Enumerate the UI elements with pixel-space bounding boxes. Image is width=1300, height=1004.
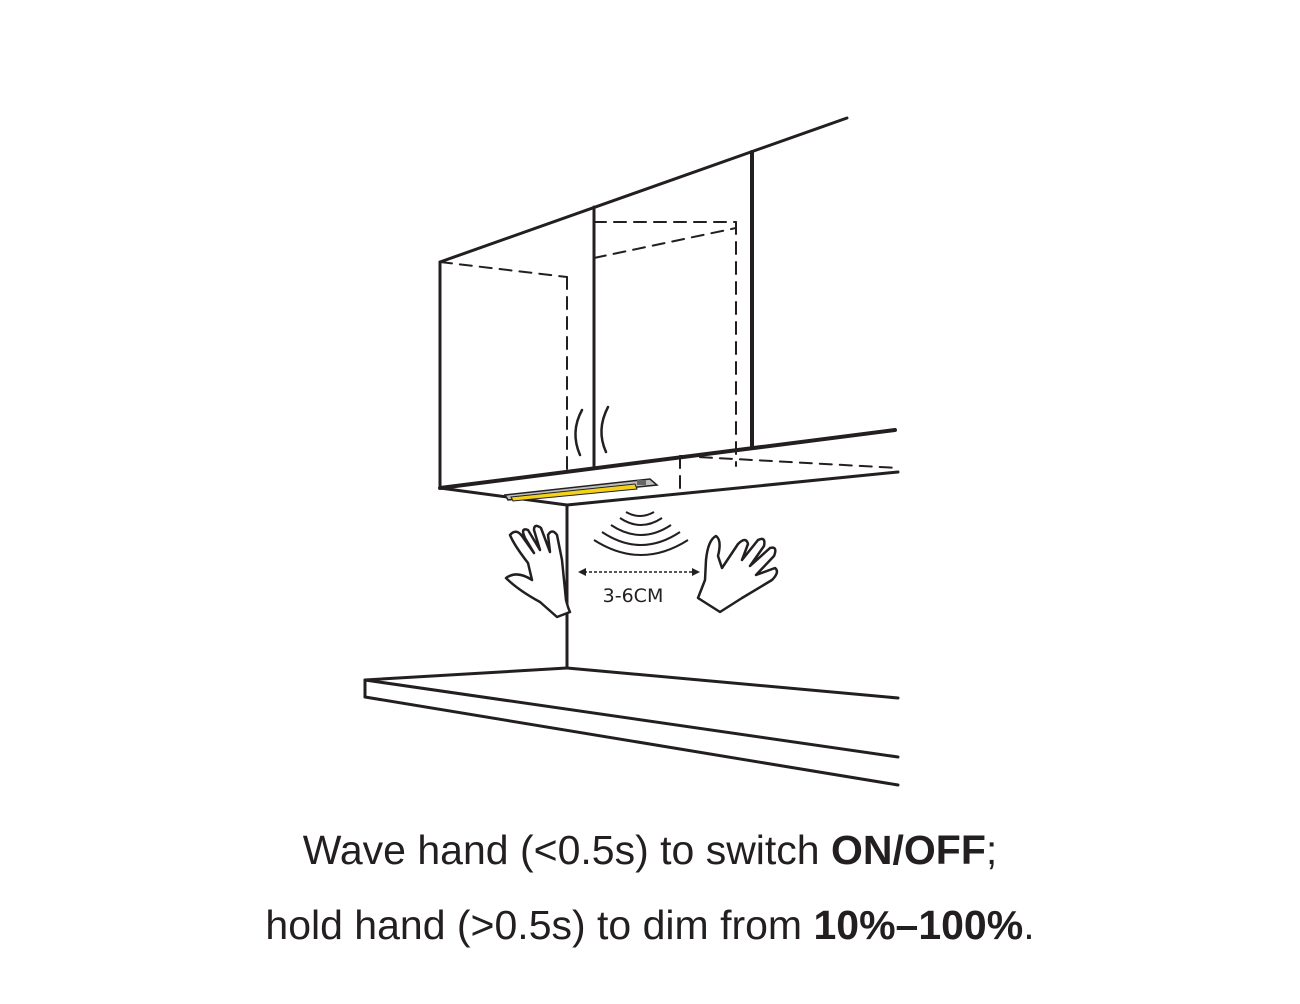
right-hand-icon [696, 534, 779, 614]
wall-and-countertop [363, 503, 900, 787]
cabinet [438, 116, 900, 507]
instruction-emphasis: 10%–100% [813, 902, 1024, 948]
motion-sensor [637, 480, 646, 485]
instruction-line-1: Wave hand (<0.5s) to switch ON/OFF; [0, 830, 1300, 871]
door-handles [574, 405, 610, 457]
cabinet-hidden-edges [439, 221, 899, 491]
instruction-punct: ; [985, 827, 998, 873]
instruction-line-2: hold hand (>0.5s) to dim from 10%–100%. [0, 905, 1300, 946]
distance-arrow [578, 568, 700, 576]
sensor-wave-icon [593, 511, 689, 556]
instruction-emphasis: ON/OFF [831, 827, 986, 873]
instruction-text: Wave hand (<0.5s) to switch [302, 827, 831, 873]
led-light-bar [503, 478, 659, 502]
instruction-punct: . [1023, 902, 1035, 948]
distance-label: 3-6CM [603, 585, 664, 607]
left-hand-icon [504, 524, 572, 619]
instruction-text: hold hand (>0.5s) to dim from [265, 902, 814, 948]
